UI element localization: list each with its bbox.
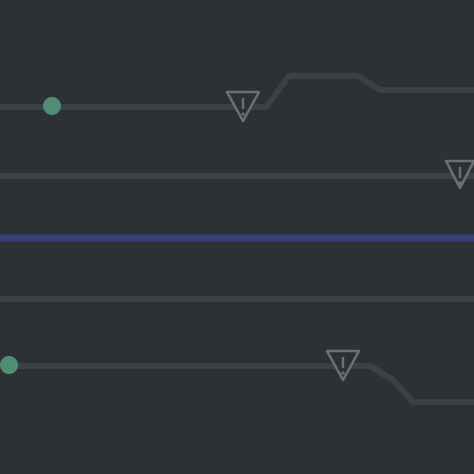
- track-5: [0, 349, 474, 405]
- track-5-active-dot[interactable]: [0, 356, 18, 374]
- track-5-line: [0, 363, 474, 405]
- warning-triangle-icon[interactable]: [325, 349, 361, 382]
- track-2: [0, 159, 474, 190]
- warning-triangle-icon[interactable]: [225, 90, 261, 123]
- warning-triangle-icon[interactable]: [444, 159, 474, 190]
- track-1-active-dot[interactable]: [43, 97, 61, 115]
- track-1: [0, 73, 474, 123]
- track-1-line: [0, 73, 474, 110]
